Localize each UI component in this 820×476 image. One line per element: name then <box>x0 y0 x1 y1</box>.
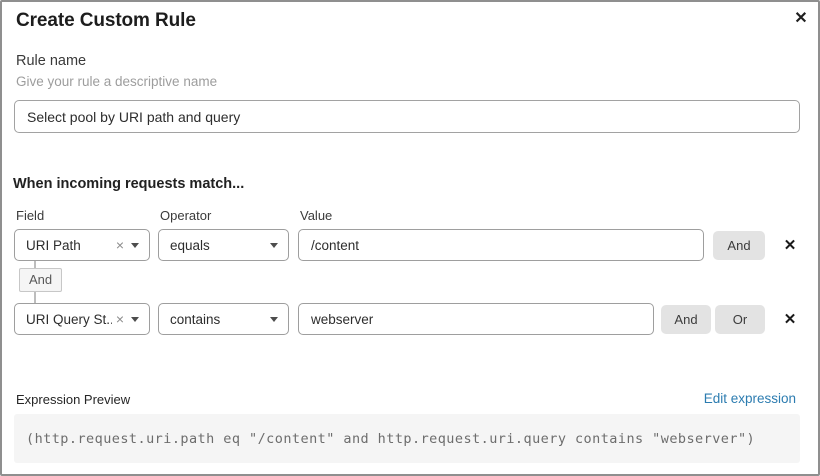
expression-preview-label: Expression Preview <box>16 392 131 407</box>
condition-2-value-input[interactable] <box>298 303 654 335</box>
chevron-down-icon <box>131 243 139 248</box>
condition-1-field-value: URI Path <box>26 237 81 253</box>
condition-1-operator-value: equals <box>170 237 210 253</box>
rule-name-helper: Give your rule a descriptive name <box>16 74 218 89</box>
condition-1-field-select[interactable]: URI Path × <box>14 229 150 261</box>
condition-2-field-value: URI Query St... <box>26 311 112 327</box>
expression-code-block: (http.request.uri.path eq "/content" and… <box>14 414 800 463</box>
condition-2-field-select[interactable]: URI Query St... × <box>14 303 150 335</box>
condition-1-and-button[interactable]: And <box>713 231 765 260</box>
field-column-label: Field <box>16 208 45 223</box>
connector-and-badge: And <box>19 268 63 292</box>
dialog-title: Create Custom Rule <box>16 10 196 31</box>
close-icon[interactable]: ✕ <box>790 7 812 29</box>
condition-1-value-input[interactable] <box>298 229 704 261</box>
chevron-down-icon <box>131 317 139 322</box>
condition-2-operator-value: contains <box>170 311 221 327</box>
condition-2-and-button[interactable]: And <box>661 305 711 334</box>
condition-1-remove-icon[interactable]: ✕ <box>781 236 799 254</box>
condition-2-operator-select[interactable]: contains <box>158 303 289 335</box>
operator-column-label: Operator <box>160 208 212 223</box>
match-section-heading: When incoming requests match... <box>13 176 245 192</box>
expression-code-text: (http.request.uri.path eq "/content" and… <box>26 430 756 447</box>
clear-selection-icon[interactable]: × <box>115 311 124 327</box>
condition-1-operator-select[interactable]: equals <box>158 229 289 261</box>
chevron-down-icon <box>270 317 278 322</box>
condition-2-or-button[interactable]: Or <box>715 305 765 334</box>
edit-expression-link[interactable]: Edit expression <box>703 391 796 406</box>
condition-2-remove-icon[interactable]: ✕ <box>781 310 799 328</box>
clear-selection-icon[interactable]: × <box>115 237 124 253</box>
rule-name-label: Rule name <box>16 53 87 69</box>
rule-name-input[interactable] <box>14 100 800 133</box>
chevron-down-icon <box>270 243 278 248</box>
value-column-label: Value <box>300 208 333 223</box>
